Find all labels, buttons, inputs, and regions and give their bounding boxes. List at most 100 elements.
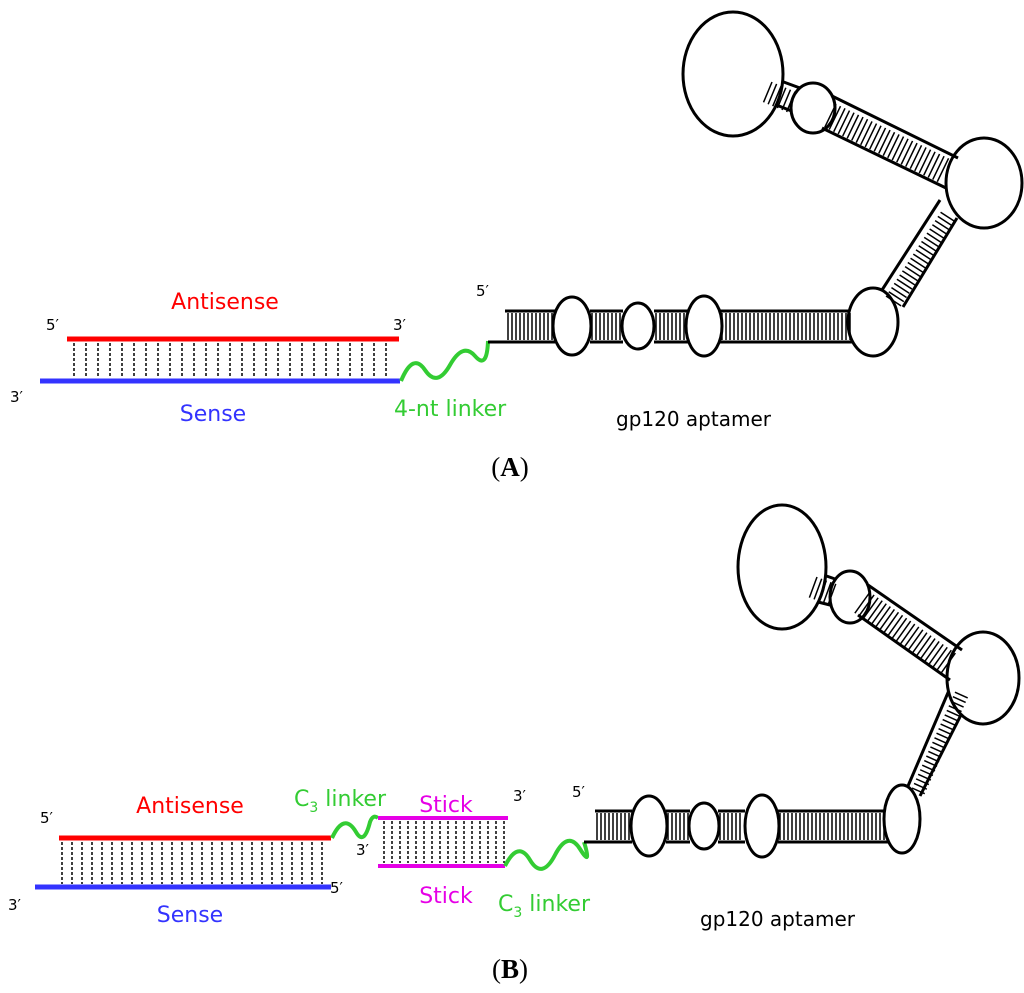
base-pair bbox=[912, 253, 929, 265]
base-pair bbox=[828, 105, 842, 130]
base-pair bbox=[888, 291, 905, 303]
panel-a-label: (A) bbox=[491, 452, 529, 482]
base-pair bbox=[915, 249, 932, 261]
base-pair bbox=[914, 147, 927, 172]
base-pair bbox=[923, 641, 940, 664]
base-pair bbox=[940, 211, 957, 223]
linker-label: 4-nt linker bbox=[394, 397, 507, 422]
base-pair bbox=[907, 629, 924, 652]
base-pair bbox=[891, 136, 905, 161]
prime-5-antisense: 5′ bbox=[40, 809, 54, 827]
base-pair bbox=[767, 83, 778, 105]
base-pair bbox=[873, 127, 887, 152]
prime-3-sense: 3′ bbox=[8, 896, 22, 914]
base-pair bbox=[860, 121, 873, 146]
base-pair bbox=[824, 103, 837, 128]
c3-linker-label: C3 linker bbox=[294, 787, 387, 816]
antisense-label: Antisense bbox=[136, 794, 244, 819]
base-pair bbox=[944, 714, 958, 722]
base-pair bbox=[900, 140, 914, 165]
sirna-base-pairs bbox=[61, 842, 323, 884]
base-pair bbox=[911, 632, 928, 655]
base-pair bbox=[921, 764, 936, 772]
base-pair bbox=[901, 270, 918, 282]
base-pair bbox=[851, 116, 864, 141]
base-pair bbox=[921, 240, 937, 252]
aptamer-loop bbox=[687, 801, 721, 851]
base-pair bbox=[911, 787, 926, 795]
stick-label-bottom: Stick bbox=[419, 884, 473, 909]
base-pair bbox=[893, 282, 910, 294]
base-pair bbox=[896, 138, 909, 163]
base-pair bbox=[909, 144, 923, 170]
base-pair bbox=[762, 81, 773, 103]
panel-b: Antisense Sense 5′ 3′ 5′ C3 linker Stick… bbox=[8, 503, 1021, 984]
base-pair bbox=[935, 649, 952, 672]
base-pair bbox=[899, 274, 916, 286]
base-pair bbox=[842, 112, 855, 137]
base-pair bbox=[874, 606, 891, 629]
base-pair bbox=[846, 114, 860, 139]
base-pair bbox=[934, 219, 951, 232]
base-pair bbox=[940, 723, 954, 731]
base-pair bbox=[781, 89, 792, 111]
base-pair bbox=[772, 85, 782, 107]
base-pair bbox=[858, 594, 875, 617]
base-pair bbox=[931, 646, 948, 669]
prime-5-antisense: 5′ bbox=[46, 316, 60, 334]
base-pair bbox=[932, 741, 946, 749]
c3-linker-wave bbox=[503, 838, 590, 871]
base-pair bbox=[882, 611, 900, 634]
base-pair bbox=[891, 286, 907, 299]
base-pair bbox=[885, 295, 902, 307]
base-pair bbox=[854, 591, 871, 614]
base-pair bbox=[923, 236, 940, 248]
base-pair bbox=[946, 709, 960, 717]
base-pair bbox=[917, 773, 932, 781]
base-pair bbox=[931, 224, 948, 236]
aptamer-loop bbox=[629, 794, 669, 858]
aptamer-loop bbox=[743, 793, 781, 859]
stick-3-prime-top: 3′ bbox=[513, 787, 527, 805]
base-pair bbox=[948, 705, 962, 713]
base-pair bbox=[866, 600, 883, 623]
base-pair bbox=[919, 769, 934, 777]
base-pair bbox=[822, 581, 832, 604]
base-pair bbox=[894, 620, 912, 643]
antisense-label: Antisense bbox=[171, 290, 279, 315]
base-pair bbox=[942, 718, 956, 726]
base-pair bbox=[927, 153, 941, 178]
sirna-base-pairs bbox=[73, 343, 387, 377]
base-pair bbox=[904, 266, 921, 278]
base-pair bbox=[776, 87, 787, 109]
aptamer-structure bbox=[584, 503, 1021, 859]
base-pair bbox=[878, 129, 891, 154]
aptamer-label: gp120 aptamer bbox=[616, 407, 772, 431]
aptamer-loop bbox=[620, 301, 656, 351]
base-pair bbox=[915, 635, 932, 658]
sense-label: Sense bbox=[157, 903, 223, 928]
base-pair bbox=[837, 110, 851, 135]
base-pair bbox=[950, 700, 964, 708]
base-pair bbox=[929, 228, 946, 240]
prime-3-sense: 3′ bbox=[10, 388, 24, 406]
aptamer-terminal-loop bbox=[681, 10, 785, 138]
aptamer-loop bbox=[882, 783, 922, 855]
base-pair bbox=[913, 782, 928, 790]
aptamer-base-pairs bbox=[507, 81, 957, 340]
sense-label: Sense bbox=[180, 402, 246, 427]
prime-3-antisense: 3′ bbox=[393, 316, 407, 334]
base-pair bbox=[882, 131, 896, 156]
base-pair bbox=[939, 652, 956, 675]
base-pair bbox=[927, 643, 944, 666]
base-pair bbox=[932, 155, 945, 180]
base-pair bbox=[936, 732, 950, 740]
base-pair bbox=[930, 746, 944, 754]
base-pair bbox=[919, 638, 936, 661]
base-pair bbox=[934, 737, 948, 745]
base-pair bbox=[910, 257, 927, 269]
c3-linker-wave bbox=[330, 814, 380, 840]
base-pair bbox=[878, 609, 896, 632]
aptamer-loop bbox=[551, 295, 593, 357]
